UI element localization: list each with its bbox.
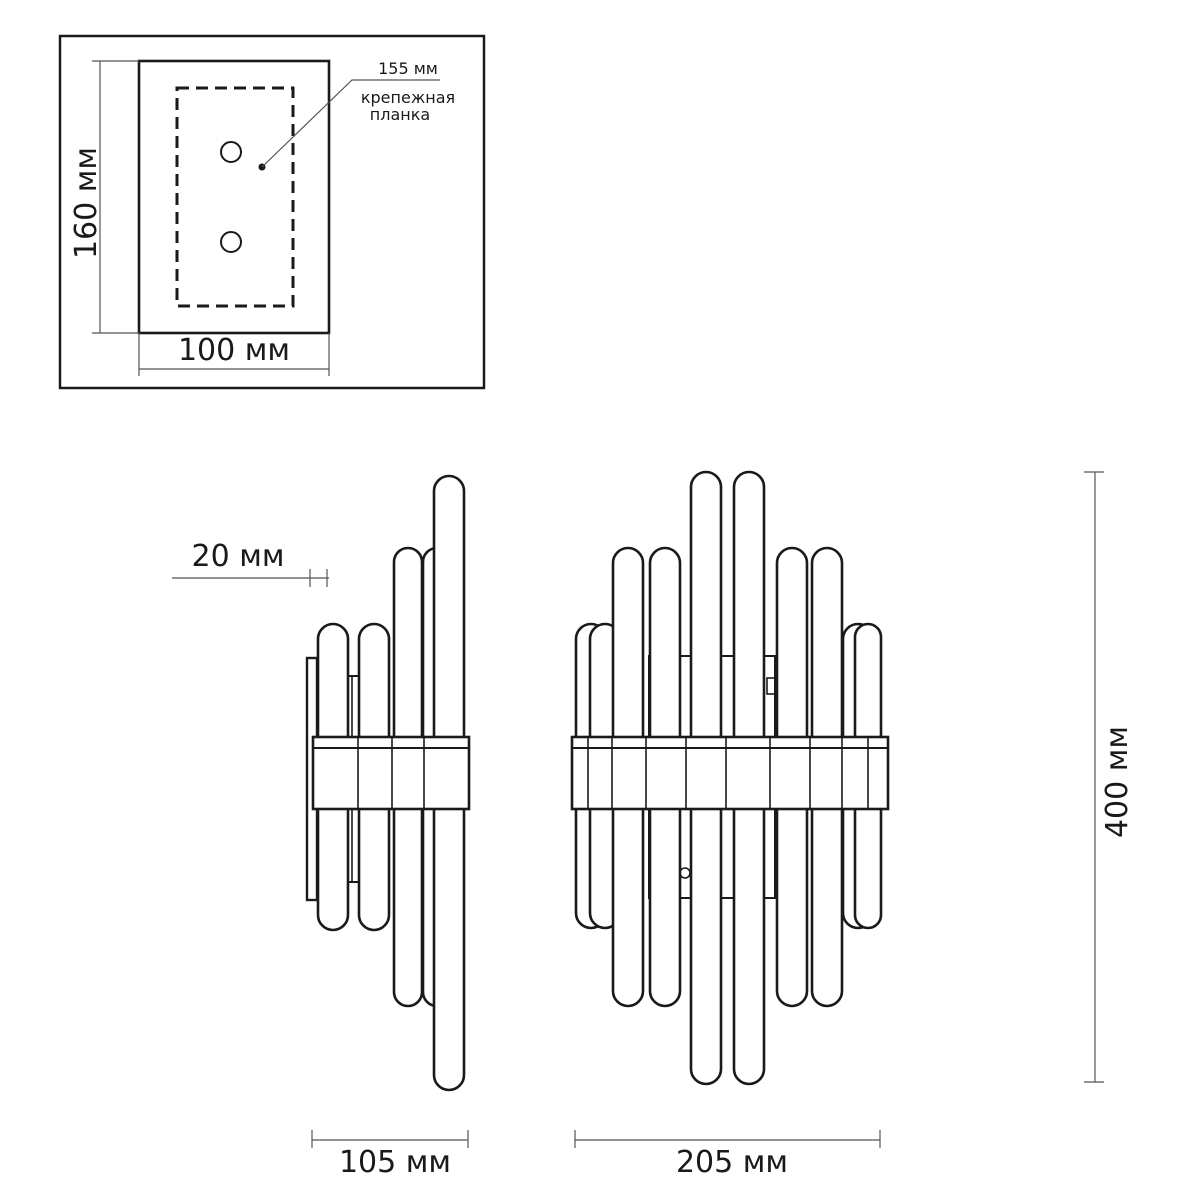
front-screw-bottom — [679, 867, 691, 879]
plate-outline — [137, 59, 331, 335]
mounting-plate-view: 155 мм крепежная планка 160 мм 100 мм — [58, 34, 486, 390]
mounting-hole-top — [220, 141, 242, 163]
front-height-label: 400 мм — [1100, 726, 1135, 838]
front-width-label: 205 мм — [676, 1145, 788, 1180]
plate-width-label: 100 мм — [178, 333, 290, 368]
plate-view-frame — [58, 34, 486, 390]
offset-label: 20 мм — [192, 539, 285, 574]
mounting-bar-outline — [175, 86, 295, 308]
callout-size-label: 155 мм — [378, 59, 438, 78]
callout-name-line1: крепежная — [361, 88, 455, 107]
depth-label: 105 мм — [339, 1145, 451, 1180]
front-clamp-dividers — [587, 737, 869, 809]
plate-height-label: 160 мм — [69, 147, 104, 259]
side-view: 20 мм 105 мм — [172, 474, 471, 1180]
callout-leader — [261, 79, 440, 168]
mounting-hole-bottom — [220, 231, 242, 253]
front-view: 205 мм 400 мм — [570, 470, 1135, 1180]
callout-name-line2: планка — [370, 105, 430, 124]
